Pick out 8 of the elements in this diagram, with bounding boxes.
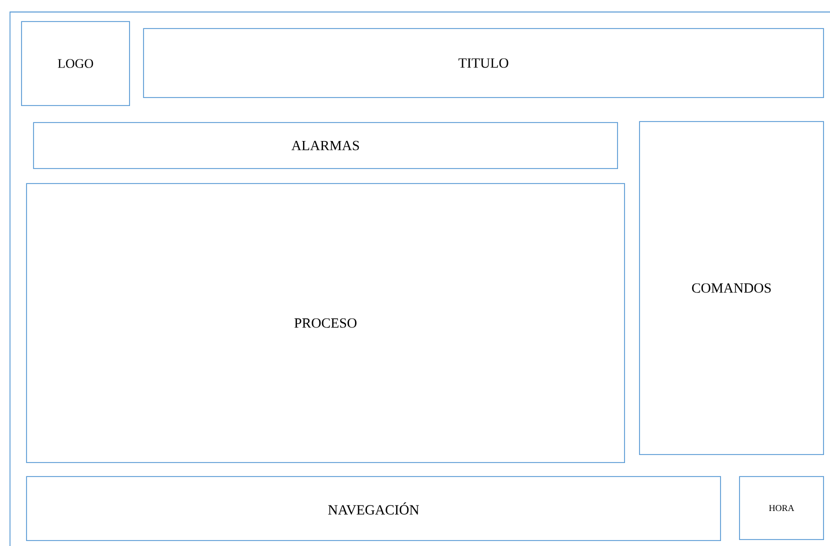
panel-box: LOGO: [21, 21, 130, 106]
panel-box: TITULO: [143, 28, 824, 98]
panel-box: NAVEGACIÓN: [26, 476, 721, 541]
panel-box: HORA: [739, 476, 824, 540]
panel-box: PROCESO: [26, 183, 625, 463]
frame-box: [10, 12, 830, 546]
panel-box: ALARMAS: [33, 122, 618, 169]
panel-box: COMANDOS: [639, 121, 824, 455]
